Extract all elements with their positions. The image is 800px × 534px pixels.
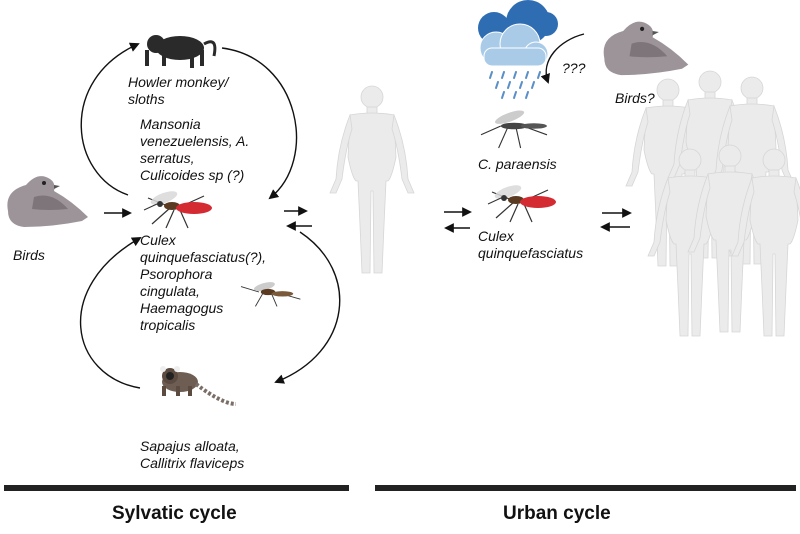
culex-sylvatic-label: Culex quinquefasciatus(?), Psorophora ci…: [140, 232, 267, 333]
sapajus-label: Sapajus alloata, Callitrix flaviceps: [140, 438, 245, 471]
human-crowd-urban: [625, 70, 800, 337]
bird-icon-right: [603, 21, 689, 76]
bird-icon-left: [7, 176, 89, 227]
sylvatic-cycle-arrows: [79, 42, 341, 389]
birds-left-label: Birds: [13, 247, 45, 263]
sylvatic-cycle-title: Sylvatic cycle: [112, 503, 237, 524]
paraensis-label: C. paraensis: [478, 156, 557, 172]
marmoset-icon: [160, 366, 237, 406]
mosquito-icon-psorophora: [240, 282, 301, 307]
question-marks-label: ???: [562, 60, 586, 76]
urban-cycle-title: Urban cycle: [503, 503, 611, 524]
culex-urban-label: Culex quinquefasciatus: [478, 228, 584, 261]
sylvatic-divider: [4, 485, 349, 491]
human-figure-sylvatic: [329, 85, 415, 274]
birds-right-label: Birds?: [615, 90, 655, 106]
mosquito-icon-urban: [487, 181, 557, 223]
howler-monkey-label: Howler monkey/ sloths: [128, 74, 229, 107]
howler-monkey-icon: [145, 35, 217, 68]
mosquito-icon-sylvatic: [143, 187, 213, 229]
rain-cloud-icon: [478, 0, 558, 99]
urban-divider: [375, 485, 796, 491]
midge-icon-paraensis: [480, 110, 548, 149]
mansonia-label: Mansonia venezuelensis, A. serratus, Cul…: [140, 116, 250, 183]
urban-cycle-arrows: [444, 33, 632, 233]
